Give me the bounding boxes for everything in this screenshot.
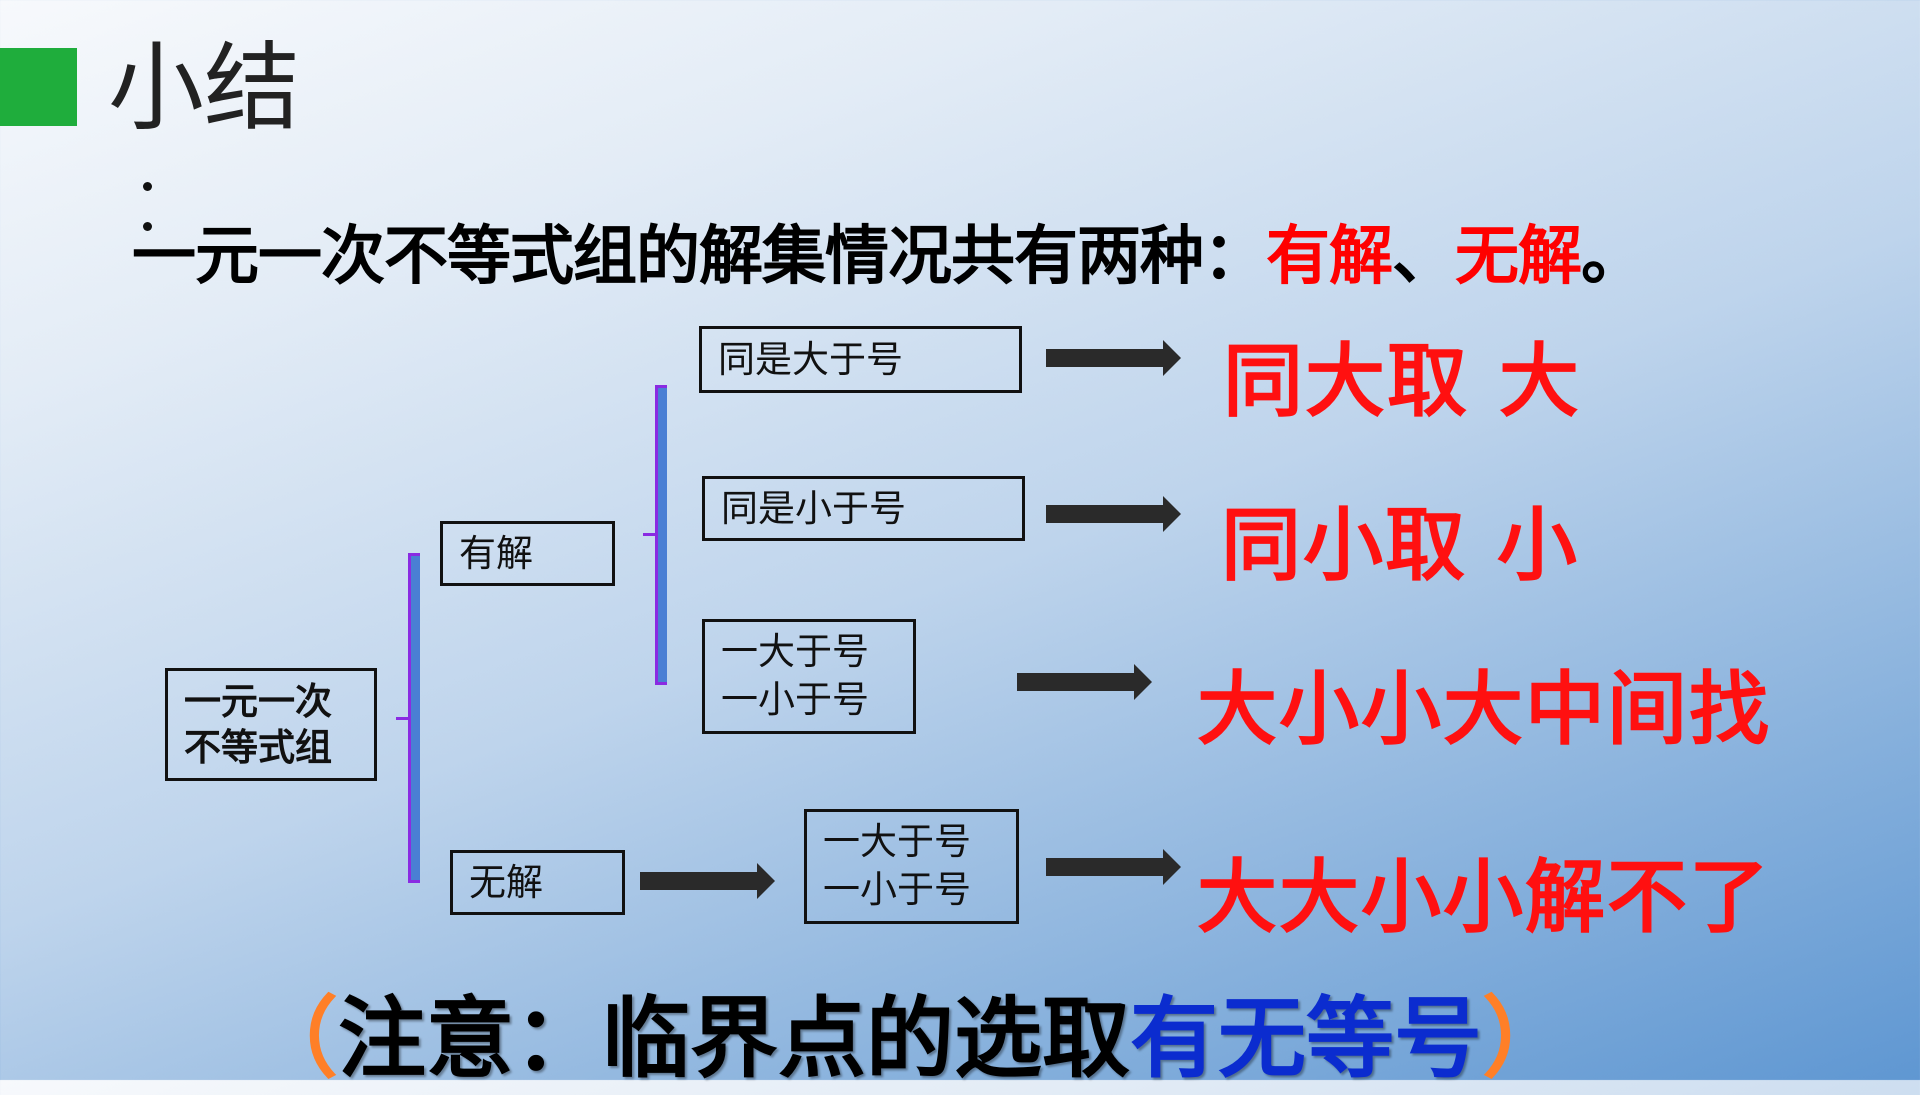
headline-end: 。 [1581,220,1645,294]
arrow-right-icon [640,863,775,899]
result-mixed: 大小小大中间找 [1197,663,1771,756]
accent-square [0,48,77,126]
root-box: 一元一次 不等式组 [165,668,377,781]
arrow-right-icon [1046,340,1181,376]
arrow-right-icon [1046,849,1181,885]
case-mixed-line2: 一小于号 [721,678,869,721]
root-line1: 一元一次 [184,680,332,723]
note-text: 注意：临界点的选取 [338,987,1131,1090]
note-highlight: 有无等号 [1130,987,1483,1090]
case-no-sol-line2: 一小于号 [823,868,971,911]
arrow-right-icon [1046,496,1181,532]
slide-title: 小结 [108,32,300,144]
inner-brace [643,385,667,685]
case-both-less-box: 同是小于号 [702,476,1025,541]
arrow-right-icon [1017,664,1152,700]
outer-brace [396,553,420,883]
case-mixed-line1: 一大于号 [721,630,869,673]
note-close-paren: ） [1482,987,1571,1090]
case-no-solution-box: 一大于号 一小于号 [804,809,1019,924]
headline-has-solution: 有解 [1266,220,1393,294]
result-greater: 同大取 大 [1223,335,1581,428]
has-solution-box: 有解 [440,521,615,586]
result-less: 同小取 小 [1221,499,1579,592]
headline-separator: 、 [1392,220,1456,294]
note-line: （注意：临界点的选取有无等号） [250,968,1570,1095]
headline-text: 一元一次不等式组的解集情况共有两种： [132,220,1267,294]
bullet-icon [143,182,153,242]
result-none: 大大小小解不了 [1197,851,1771,944]
root-line2: 不等式组 [184,726,332,769]
no-solution-box: 无解 [450,850,625,915]
case-no-sol-line1: 一大于号 [823,820,971,863]
headline-no-solution: 无解 [1455,220,1582,294]
note-open-paren: （ [250,987,339,1090]
summary-headline: 一元一次不等式组的解集情况共有两种：有解、无解。 [132,205,1645,297]
case-both-greater-box: 同是大于号 [699,326,1022,393]
case-mixed-box: 一大于号 一小于号 [702,619,916,734]
